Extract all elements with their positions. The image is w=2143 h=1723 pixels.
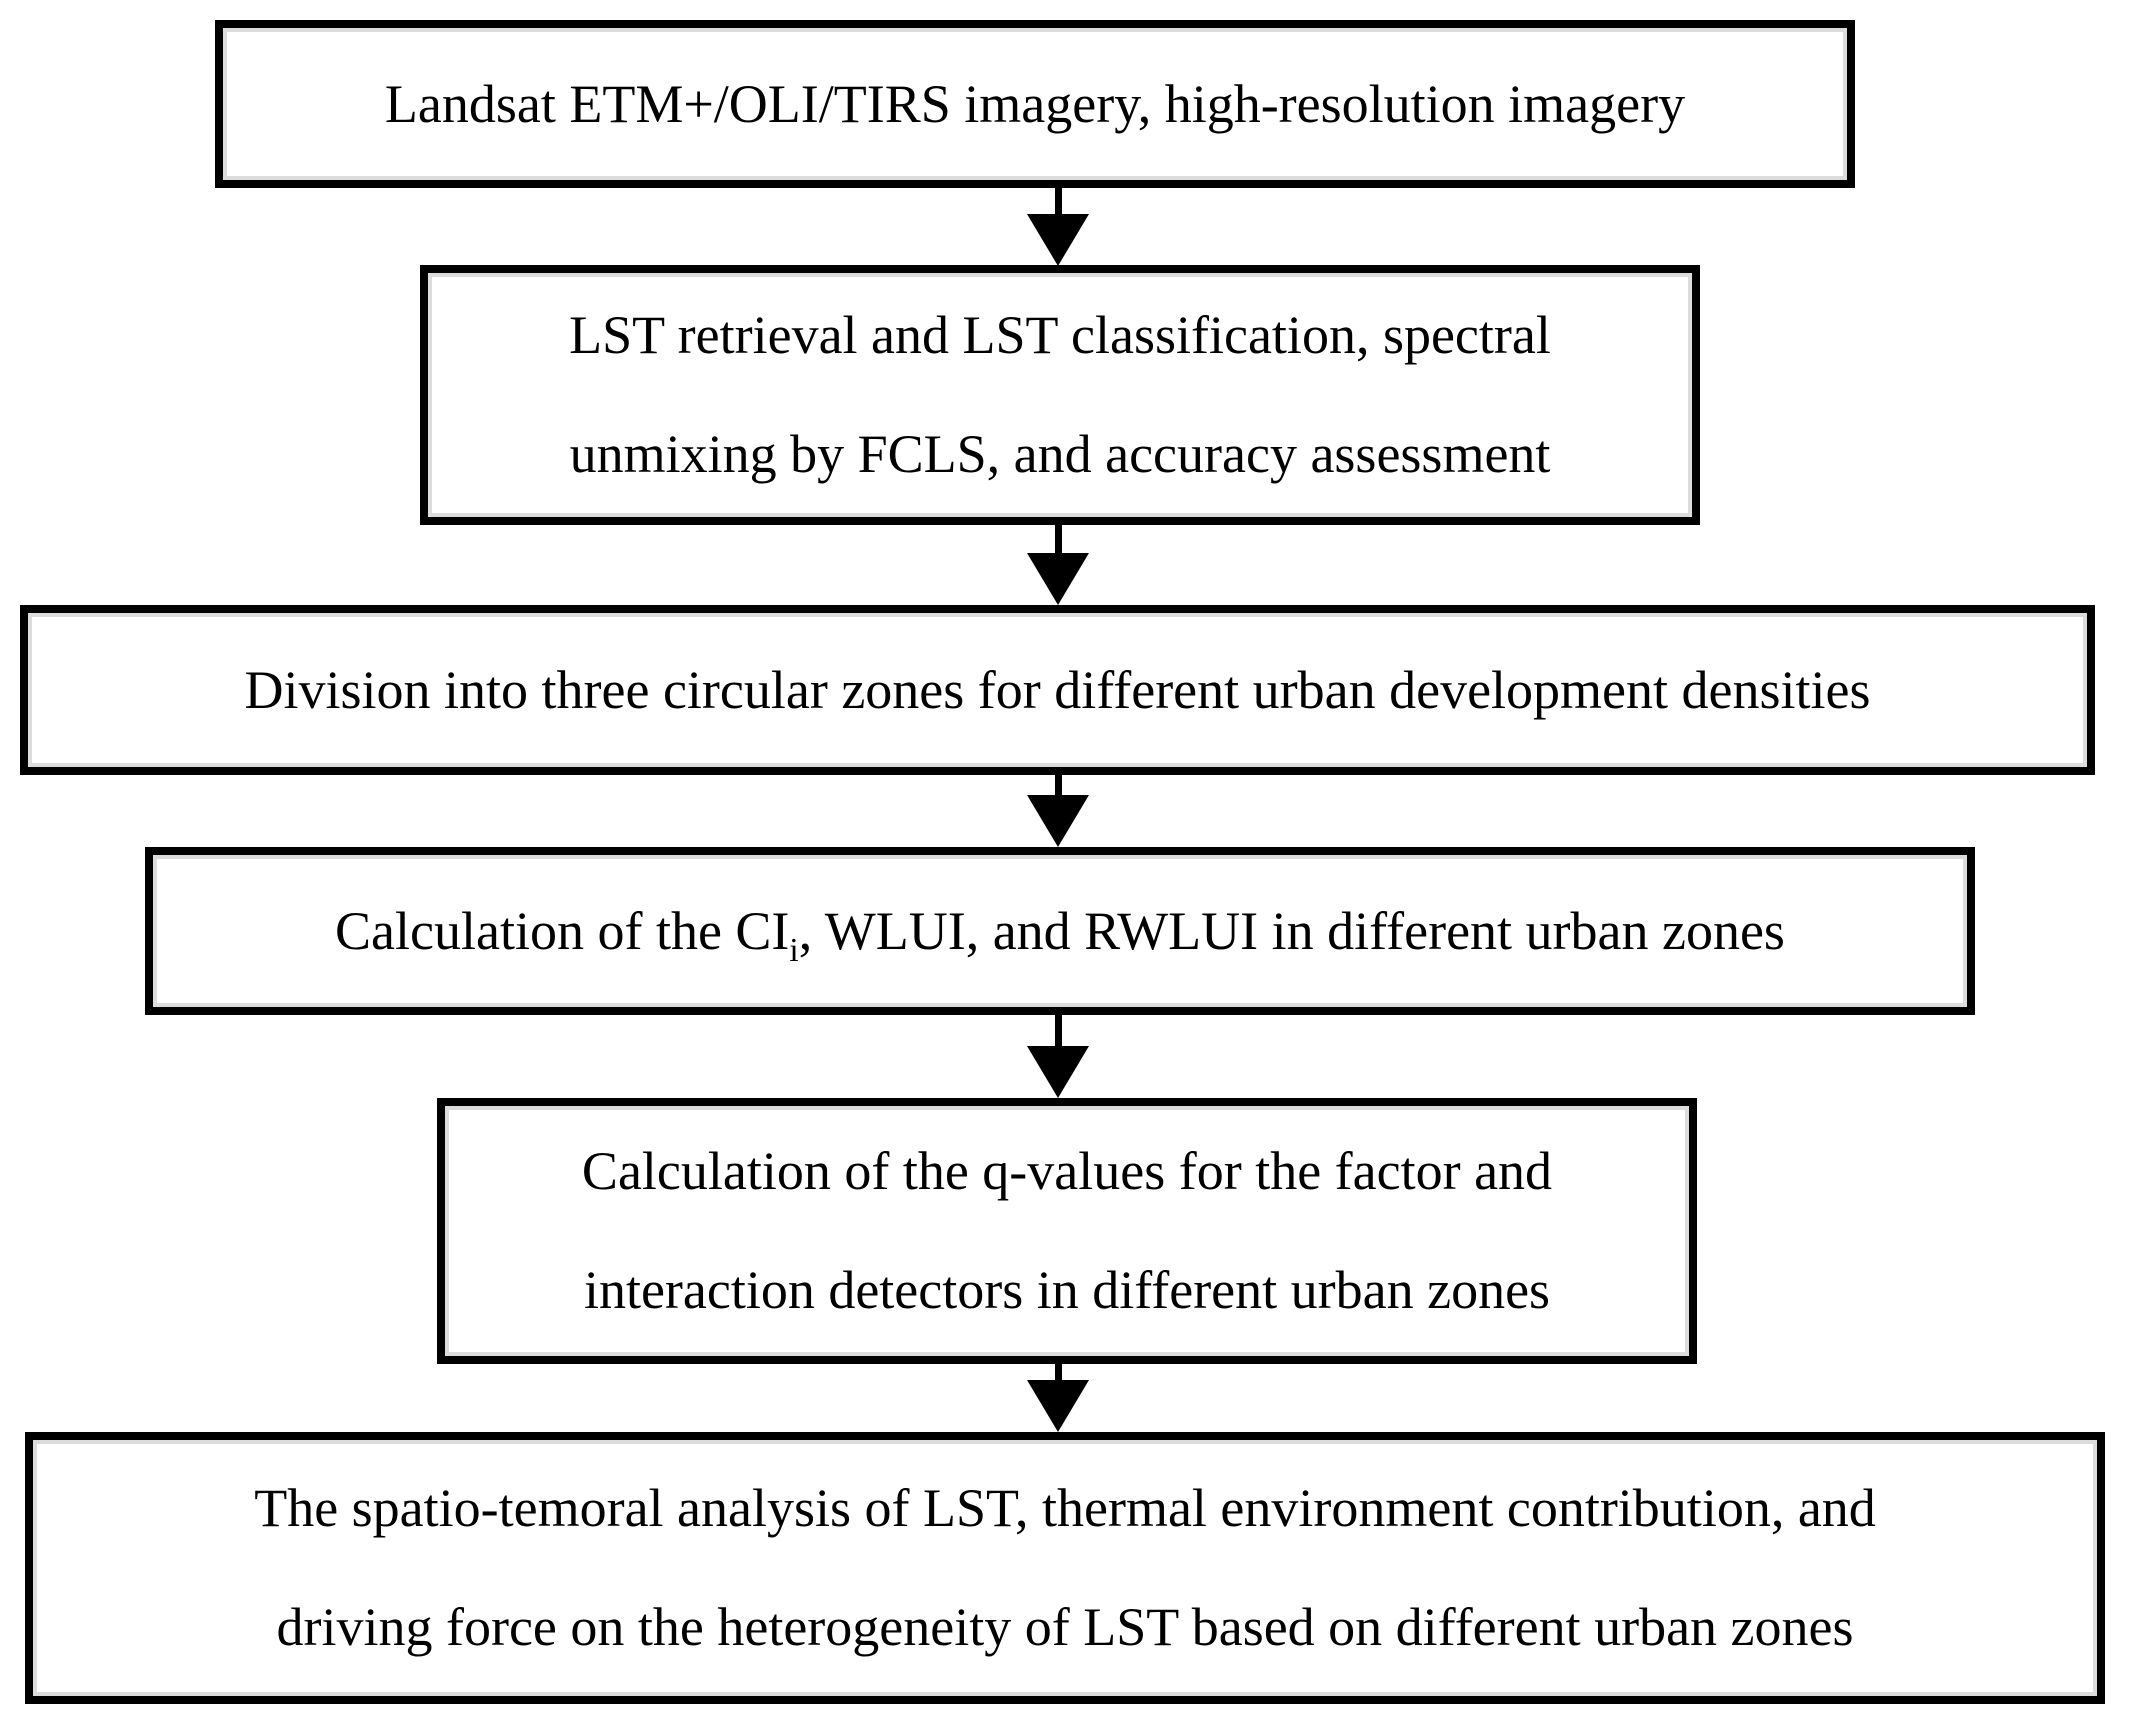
flow-box-index-calc-text: Calculation of the CIi, WLUI, and RWLUI … bbox=[335, 872, 1785, 991]
arrow-down-icon bbox=[1027, 1380, 1089, 1432]
arrow-stem bbox=[1054, 186, 1062, 214]
arrow-down-icon bbox=[1027, 553, 1089, 605]
arrow-down-icon bbox=[1027, 795, 1089, 847]
flow-arrow-4 bbox=[1027, 1012, 1089, 1098]
flow-box-q-values-line-1: Calculation of the q-values for the fact… bbox=[581, 1141, 1553, 1202]
flow-box-imagery-text: Landsat ETM+/OLI/TIRS imagery, high-reso… bbox=[384, 73, 1686, 134]
flow-box-zone-division-text: Division into three circular zones for d… bbox=[244, 659, 1871, 720]
flow-box-lst-retrieval-line-1: LST retrieval and LST classification, sp… bbox=[569, 305, 1551, 366]
flow-box-analysis-line-2: driving force on the heterogeneity of LS… bbox=[276, 1597, 1854, 1657]
index-calc-prefix: Calculation of the CI bbox=[335, 900, 790, 961]
arrow-stem bbox=[1054, 1012, 1062, 1046]
arrow-down-icon bbox=[1027, 214, 1089, 266]
flow-box-lst-retrieval: LST retrieval and LST classification, sp… bbox=[420, 265, 1700, 525]
index-calc-subscript: i bbox=[789, 931, 799, 969]
flow-arrow-5 bbox=[1027, 1362, 1089, 1432]
flow-arrow-2 bbox=[1027, 522, 1089, 605]
flow-box-analysis-line-1: The spatio-temoral analysis of LST, ther… bbox=[254, 1478, 1876, 1539]
flow-arrow-1 bbox=[1027, 186, 1089, 266]
flow-box-imagery: Landsat ETM+/OLI/TIRS imagery, high-reso… bbox=[215, 20, 1855, 188]
arrow-stem bbox=[1054, 772, 1062, 795]
arrow-down-icon bbox=[1027, 1046, 1089, 1098]
flow-box-q-values-line-2: interaction detectors in different urban… bbox=[583, 1260, 1551, 1320]
index-calc-suffix: , WLUI, and RWLUI in different urban zon… bbox=[798, 900, 1785, 961]
arrow-stem bbox=[1054, 1362, 1062, 1380]
arrow-stem bbox=[1054, 522, 1062, 553]
flow-box-analysis: The spatio-temoral analysis of LST, ther… bbox=[25, 1432, 2105, 1704]
flow-arrow-3 bbox=[1027, 772, 1089, 847]
flow-box-index-calc: Calculation of the CIi, WLUI, and RWLUI … bbox=[145, 847, 1975, 1015]
flow-box-zone-division: Division into three circular zones for d… bbox=[20, 605, 2095, 775]
flow-box-lst-retrieval-line-2: unmixing by FCLS, and accuracy assessmen… bbox=[569, 424, 1551, 484]
flow-box-q-values: Calculation of the q-values for the fact… bbox=[437, 1098, 1697, 1364]
